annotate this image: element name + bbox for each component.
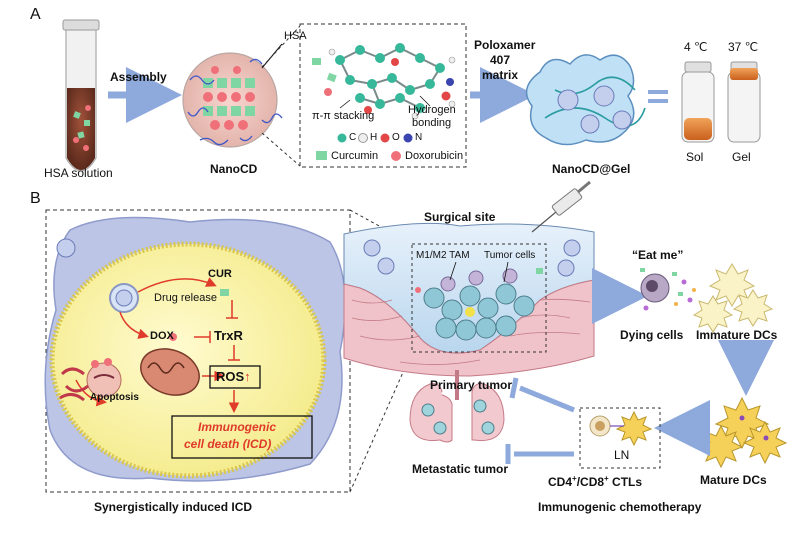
cur-label: CUR xyxy=(208,268,232,280)
tube-caption: HSA solution xyxy=(44,166,113,180)
immuno-chemo-label: Immunogenic chemotherapy xyxy=(538,500,702,514)
icd-box xyxy=(171,415,313,459)
mature-dc-icon xyxy=(698,396,788,469)
temp-37-label: 37 ℃ xyxy=(728,40,759,54)
zoom-line xyxy=(349,351,413,493)
apoptosis-label: Apoptosis xyxy=(90,392,139,403)
panel-b-label: B xyxy=(30,190,41,207)
nanoparticle-icon xyxy=(56,238,76,258)
metastatic-label: Metastatic tumor xyxy=(412,462,509,476)
hbond-label-1: Hydrogen xyxy=(408,104,456,116)
hsa-label: HSA xyxy=(284,30,307,42)
primary-tumor-label: Primary tumor xyxy=(430,378,513,392)
hydrogel-icon xyxy=(525,54,646,146)
atom-o-label: O xyxy=(392,132,400,143)
dna-icon xyxy=(59,367,89,402)
synergy-label: Synergistically induced ICD xyxy=(94,500,253,514)
eat-me-label: “Eat me” xyxy=(632,248,684,262)
doxorubicin-label: Doxorubicin xyxy=(405,150,464,162)
surgical-site-tissue xyxy=(343,222,595,377)
zoom-line xyxy=(261,132,301,167)
immature-dc-icon xyxy=(692,263,774,333)
syringe-icon xyxy=(531,180,591,233)
ctl-label: CD4+/CD8+ CTLs xyxy=(548,474,643,489)
equals-sign xyxy=(648,90,668,94)
icd-label-1: Immunogenic xyxy=(198,420,277,434)
panel-a-label: A xyxy=(30,6,41,23)
dox-label: DOX xyxy=(150,330,174,342)
temp-4-label: 4 ℃ xyxy=(684,40,708,54)
inhibition-arrow xyxy=(505,377,575,464)
poloxamer-label-1: Poloxamer xyxy=(474,38,536,52)
gel-caption: NanoCD@Gel xyxy=(552,162,631,176)
atom-n-label: N xyxy=(415,132,423,143)
ln-label: LN xyxy=(614,448,630,462)
ros-box xyxy=(209,365,261,389)
drug-release-label: Drug release xyxy=(154,292,217,304)
tam-label: M1/M2 TAM xyxy=(416,250,470,261)
gel-label: Gel xyxy=(732,150,751,164)
mature-dcs-label: Mature DCs xyxy=(700,473,767,487)
lungs-icon xyxy=(409,370,505,443)
mitochondrion-icon xyxy=(140,348,200,396)
curcumin-label: Curcumin xyxy=(331,150,379,162)
equals-sign xyxy=(648,99,668,103)
ros-label: ROS↑ xyxy=(216,369,251,384)
hbond-label-2: bonding xyxy=(412,117,452,129)
vesicle-icon xyxy=(109,283,139,313)
molecule-box xyxy=(299,23,467,168)
nanocd-label: NanoCD xyxy=(210,162,258,176)
trxr-label: TrxR xyxy=(214,328,243,343)
curcumin-icon xyxy=(220,289,229,296)
nanocd-particle-icon xyxy=(182,43,283,148)
nucleus-icon xyxy=(86,358,122,398)
surgical-site-label: Surgical site xyxy=(424,210,496,224)
vial-sol-icon xyxy=(681,61,715,143)
lymph-node-box xyxy=(579,407,661,469)
tumor-cells-label: Tumor cells xyxy=(484,250,536,261)
ros-up-arrow: ↑ xyxy=(244,369,251,384)
pi-stacking-label: π-π stacking xyxy=(312,110,375,122)
test-tube-icon xyxy=(62,19,100,172)
sol-label: Sol xyxy=(686,150,704,164)
atom-h-label: H xyxy=(370,132,378,143)
atom-c-label: C xyxy=(349,132,357,143)
poloxamer-label-2: 407 xyxy=(490,53,511,67)
assembly-label: Assembly xyxy=(110,70,167,84)
icd-label-2: cell death (ICD) xyxy=(184,437,272,451)
immature-dcs-label: Immature DCs xyxy=(696,328,778,342)
dying-cell-icon xyxy=(640,268,696,311)
dying-cells-label: Dying cells xyxy=(620,328,684,342)
vial-gel-icon xyxy=(727,61,761,143)
doxorubicin-icon xyxy=(169,333,177,341)
poloxamer-label-3: matrix xyxy=(482,68,519,82)
